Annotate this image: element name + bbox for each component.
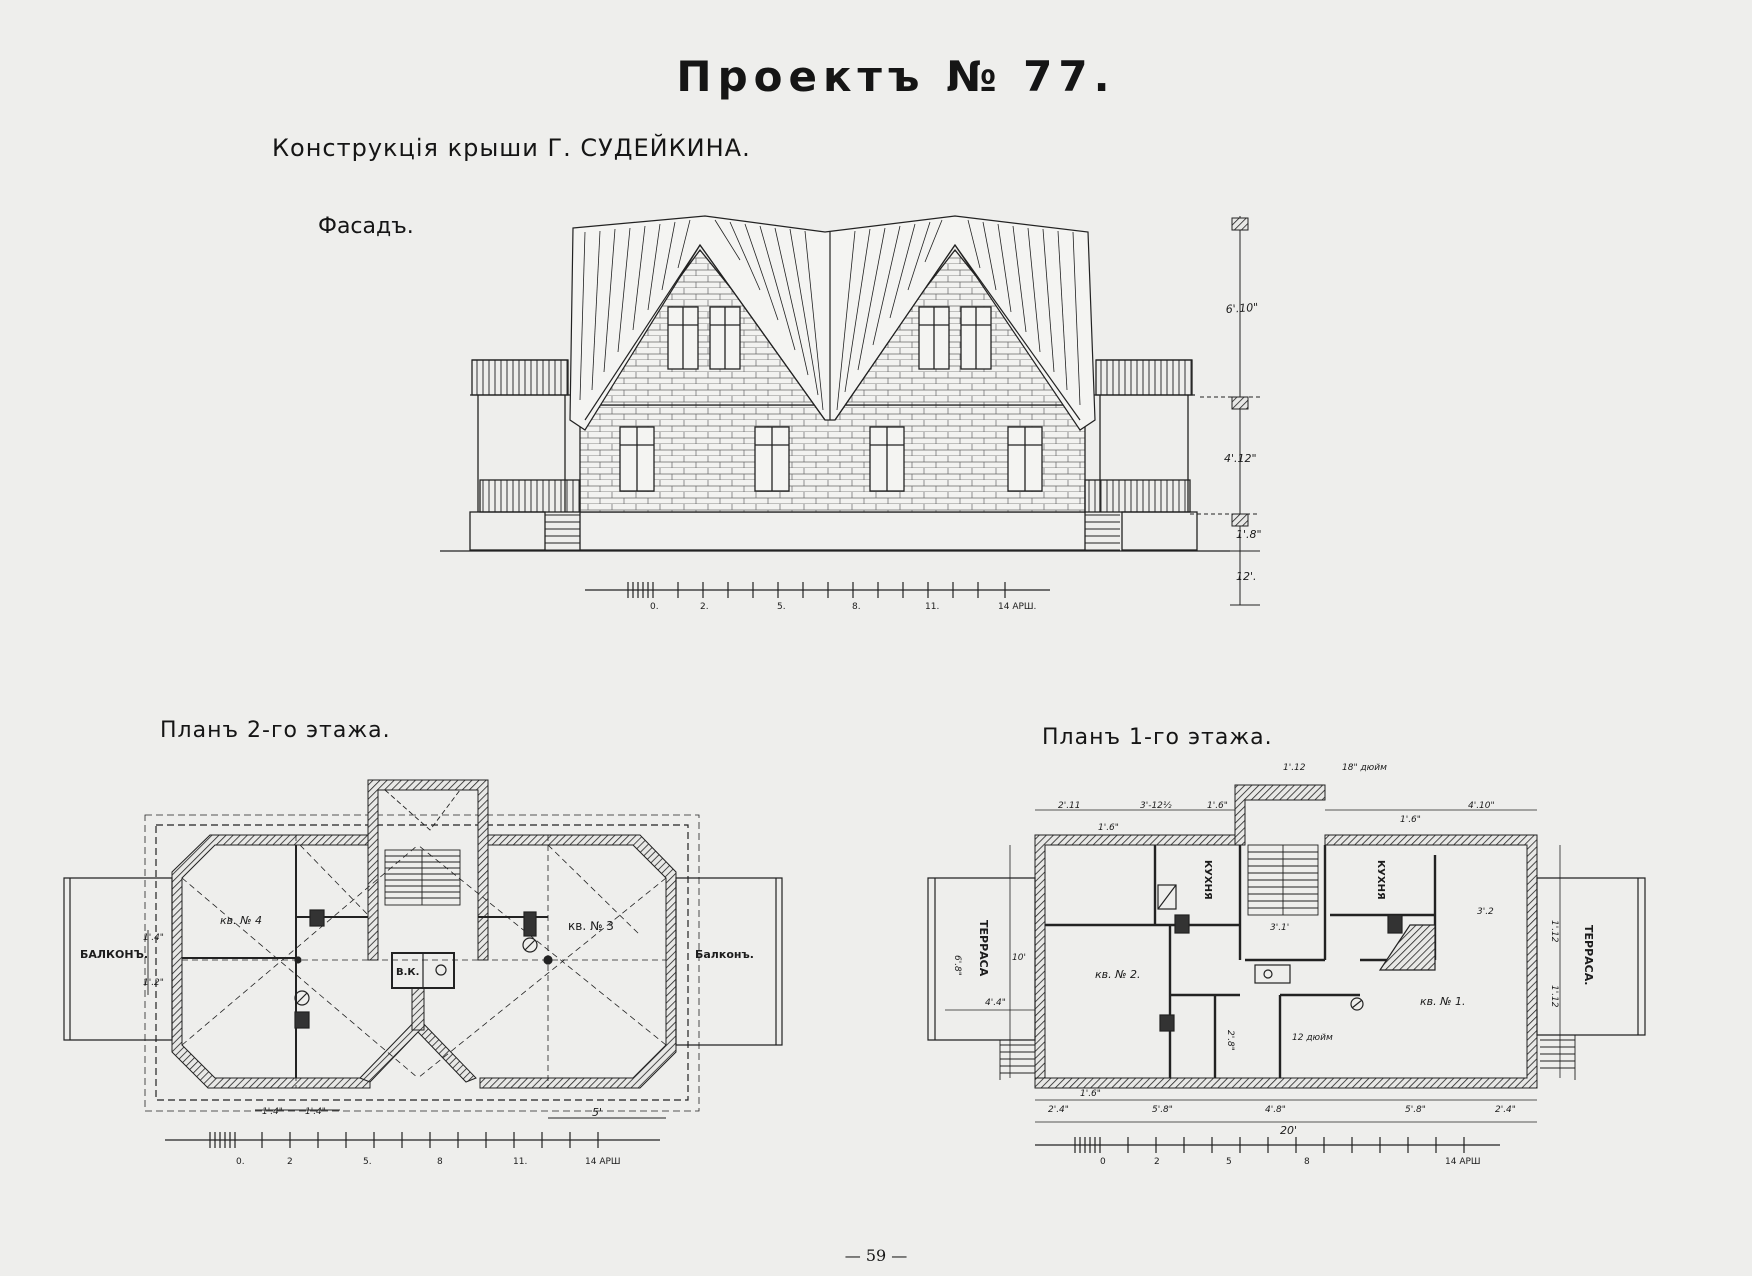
plan2-dim-2: 1'.4": [262, 1107, 283, 1117]
facade-dim-1: 6'.10": [1225, 301, 1258, 316]
plan1-dim-side: 2'.8": [1225, 1030, 1235, 1051]
plan1-dim-bottom: 20': [1280, 1124, 1297, 1137]
plan1-stairs: [1247, 844, 1319, 916]
plan1-dim-top: 18" дюйм: [1342, 763, 1387, 773]
plan2-scale-tick: 2: [287, 1157, 293, 1167]
plan1-dim-top: 1'.6": [1207, 801, 1228, 811]
plan1-dimension-lines: [945, 809, 1561, 1123]
page-number: — 59 —: [844, 1246, 908, 1265]
plan1-dim-side: 3'.2: [1477, 907, 1494, 917]
plan1-scale-tick: 5: [1226, 1157, 1232, 1167]
lower-windows: [619, 426, 1043, 492]
facade-scale-tick: 8.: [852, 602, 861, 612]
plan2-scale-bar: [165, 1132, 660, 1148]
plan1-labels: ТЕРРАСА кв. № 2. КУХНЯ КУХНЯ кв. № 1. ТЕ…: [952, 763, 1595, 1167]
facade-scale-tick: 5.: [777, 602, 786, 612]
plan2-label: Планъ 2-го этажа.: [160, 718, 391, 743]
left-terrace: [469, 359, 581, 551]
plan1-dim-bottom: 4'.8": [1265, 1105, 1286, 1115]
plan1-dim-side: 4'.4": [985, 998, 1006, 1008]
facade-scale-labels: 0. 2. 5. 8. 11. 14 АРШ.: [650, 602, 1036, 612]
plan1-dim-side: 1'.12: [1549, 920, 1559, 943]
facade-dimension-line: [1190, 216, 1260, 606]
facade-scale-tick: 14 АРШ.: [998, 602, 1036, 612]
plan1-scale-tick: 0: [1100, 1157, 1106, 1167]
facade-dimension-labels: 6'.10" 4'.12" 1'.8" 12'.: [1224, 301, 1262, 583]
plan1-kitchen-left: КУХНЯ: [1202, 860, 1213, 900]
plan1-dim-bottom: 2'.4": [1048, 1105, 1069, 1115]
plan1-terrace-right: ТЕРРАСА.: [1582, 925, 1595, 985]
plan1-dim-top: 1'.12: [1283, 763, 1306, 773]
facade-scale-tick: 2.: [700, 602, 709, 612]
facade-dim-3: 1'.8": [1236, 528, 1262, 541]
facade-scale-bar: [585, 582, 1050, 598]
plan1-dim-bottom: 5'.8": [1152, 1105, 1173, 1115]
facade-scale-tick: 11.: [925, 602, 939, 612]
plan2-room-4: кв. № 4: [220, 914, 262, 927]
plan1-dim-side: 10': [1012, 953, 1026, 963]
facade-elevation: [440, 215, 1260, 606]
plan2-dimension-lines: [147, 930, 666, 1119]
plan1-inner-walls: [1045, 845, 1437, 1078]
facade-label: Фасадъ.: [318, 214, 414, 239]
plan2-scale-tick: 11.: [513, 1157, 527, 1167]
plan1-dim-bottom: 5'.8": [1405, 1105, 1426, 1115]
right-terrace: [1084, 359, 1198, 551]
plan1-room-2: кв. № 2.: [1095, 968, 1141, 981]
plan1-dim-side: 3'.1': [1270, 923, 1289, 933]
plan2-scale-tick: 0.: [236, 1157, 245, 1167]
plan2-scale-tick: 5.: [363, 1157, 372, 1167]
plan2-balcony-left: БАЛКОНЪ.: [80, 948, 148, 961]
plan1-dim-side: 12 дюйм: [1292, 1033, 1333, 1043]
plan2-balconies: [63, 877, 783, 1046]
plan2-wc: В.К.: [396, 967, 419, 978]
plan2-stairs: [384, 789, 461, 906]
plan1-terraces: [927, 877, 1646, 1041]
plan1-kitchen-right: КУХНЯ: [1375, 860, 1386, 900]
plan1-scale-tick: 8: [1304, 1157, 1310, 1167]
plan1-terrace-left: ТЕРРАСА: [977, 920, 990, 977]
plan1-label: Планъ 1-го этажа.: [1042, 725, 1273, 750]
plan1-floor: [927, 784, 1646, 1153]
facade-dim-2: 4'.12": [1224, 452, 1257, 465]
plan1-dim-bottom: 1'.6": [1080, 1089, 1101, 1099]
plan2-dim-3: 1'.4": [305, 1107, 326, 1117]
plan2-dim-1: 1'.4": [143, 933, 164, 943]
plan2-labels: кв. № 4 кв. № 3 В.К. БАЛКОНЪ. Балконъ. 1…: [80, 914, 754, 1167]
plan1-dim-top: 1'.6": [1098, 823, 1119, 833]
plan2-walls: [171, 779, 677, 1089]
plan1-dim-side: 1'.12: [1549, 985, 1559, 1008]
plan1-room-1: кв. № 1.: [1420, 995, 1466, 1008]
plan1-dim-bottom: 2'.4": [1495, 1105, 1516, 1115]
facade-scale-tick: 0.: [650, 602, 659, 612]
plan2-dim-4: 1'.2": [143, 978, 164, 988]
page-subtitle: Конструкція крыши Г. СУДЕЙКИНА.: [272, 134, 751, 162]
plan2-scale-tick: 14 АРШ: [585, 1157, 621, 1167]
plan2-room-3: кв. № 3: [568, 919, 614, 933]
plan2-dim-5: 5': [592, 1106, 602, 1119]
plan1-dim-top: 2'.11: [1058, 801, 1081, 811]
plan2-floor: [63, 779, 783, 1148]
plan1-scale-tick: 2: [1154, 1157, 1160, 1167]
plan1-dim-side: 6'.8": [952, 955, 962, 976]
plan2-balcony-right: Балконъ.: [695, 948, 754, 961]
plan1-dim-top: 3'-12½: [1140, 801, 1172, 811]
upper-windows: [667, 306, 992, 370]
roof: [569, 215, 1096, 431]
plan1-dim-top: 1'.6": [1400, 815, 1421, 825]
plan1-scale-tick: 14 АРШ: [1445, 1157, 1481, 1167]
plan1-dim-top: 4'.10": [1468, 801, 1495, 811]
plan1-scale-bar: [1035, 1137, 1500, 1153]
plan2-roof-lines: [181, 835, 667, 1088]
page-title: Проектъ № 77.: [676, 52, 1116, 101]
plan2-scale-tick: 8: [437, 1157, 443, 1167]
plan2-inner-walls: [182, 845, 548, 1078]
facade-dim-4: 12'.: [1236, 570, 1257, 583]
